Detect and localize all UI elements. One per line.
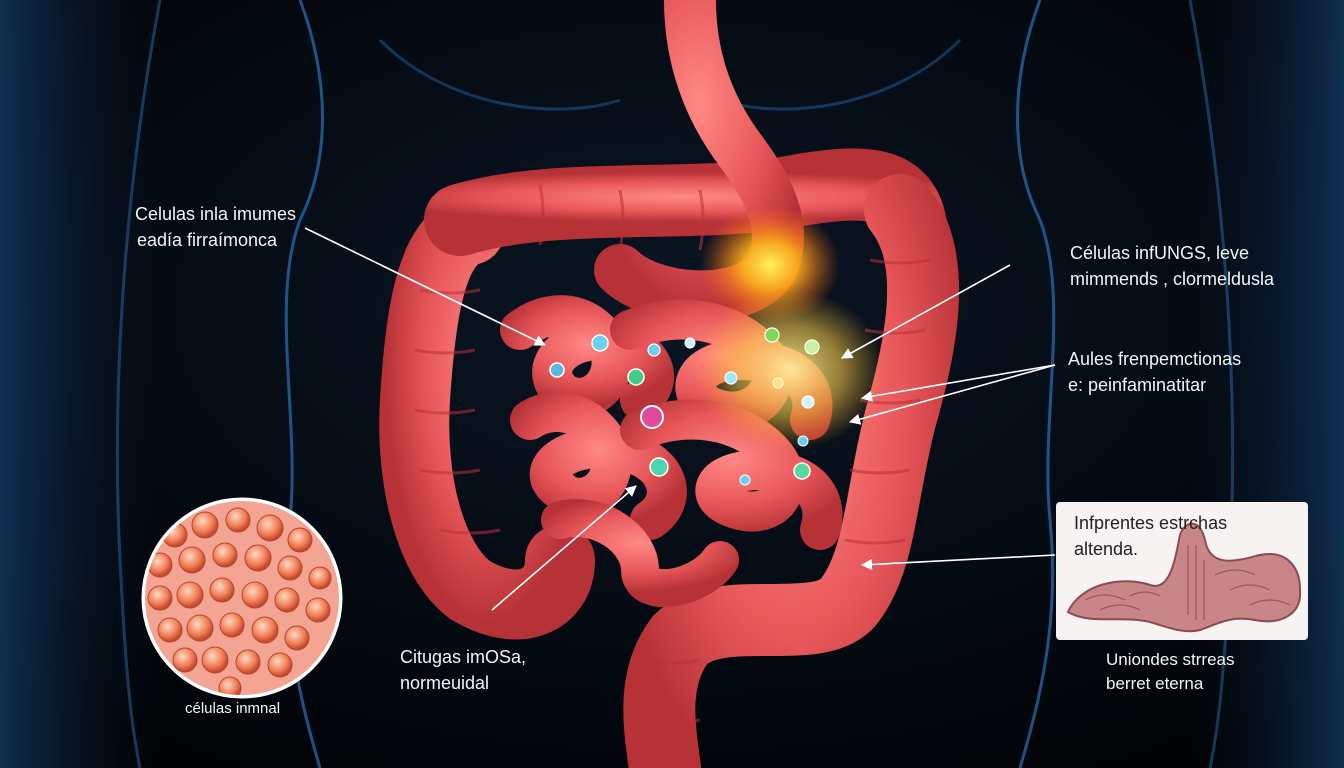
label-top-right-line-1: Células infUNGS, leve	[1070, 243, 1250, 263]
cell-circle-inset	[141, 497, 343, 699]
inflammation-glow-lower	[695, 290, 885, 450]
label-inset-box-line-2: altenda.	[1074, 539, 1139, 559]
label-inset-box: Infprentes estrchas altenda.	[1074, 510, 1227, 562]
label-top-right: Células infUNGS, leve mimmends , clormel…	[1070, 240, 1274, 292]
label-mid-right-line-1: Aules frenpemctionas	[1068, 349, 1242, 369]
label-bottom-center: Citugas imOSa, normeuidal	[400, 644, 526, 696]
label-bottom-center-line-2: normeuidal	[400, 673, 490, 693]
label-top-left-line-1: Celulas inla imumes	[135, 204, 297, 224]
label-bottom-center-line-1: Citugas imOSa,	[400, 647, 527, 667]
label-top-left-line-2: eadía firraímonca	[137, 230, 278, 250]
label-bottom-right: Uniondes strreas berret eterna	[1106, 648, 1235, 696]
label-top-left: Celulas inla imumes eadía firraímonca	[135, 201, 296, 253]
label-inset-box-line-1: Infprentes estrchas	[1074, 513, 1228, 533]
immune-cells	[549, 327, 820, 486]
label-mid-right-line-2: e: peinfaminatitar	[1068, 375, 1207, 395]
label-top-right-line-2: mimmends , clormeldusla	[1070, 269, 1275, 289]
label-mid-right: Aules frenpemctionas e: peinfaminatitar	[1068, 346, 1241, 398]
label-bottom-right-line-2: berret eterna	[1106, 674, 1204, 693]
tissue-illustration	[1066, 522, 1302, 633]
label-bottom-right-line-1: Uniondes strreas	[1106, 650, 1235, 669]
label-circle-caption: células inmnal	[185, 700, 281, 717]
pointer-lines	[304, 227, 1056, 611]
